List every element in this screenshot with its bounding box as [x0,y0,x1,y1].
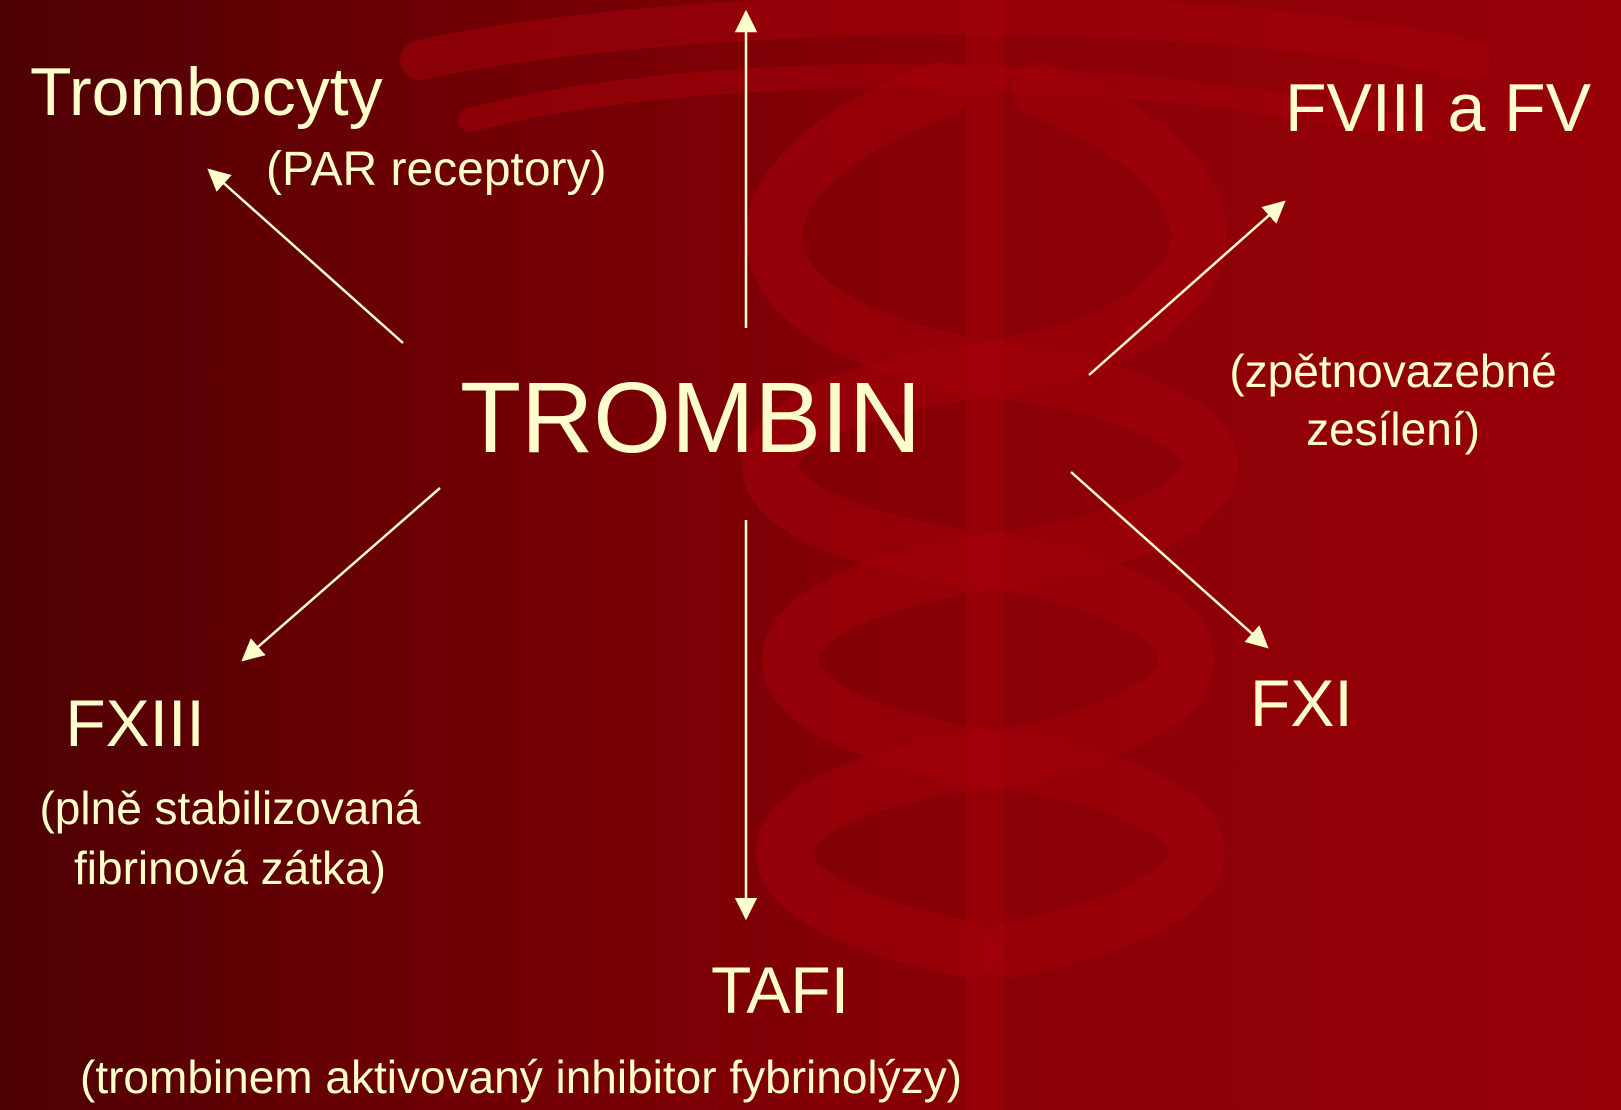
fviii-fv-note: (zpětnovazebné zesílení) [1198,342,1588,458]
fxiii-title: FXIII [30,690,240,756]
fxiii-note-line1: (plně stabilizovaná [0,778,460,838]
arrow-to-fxiii [243,488,440,660]
fviii-fv-note-line1: (zpětnovazebné [1198,342,1588,400]
arrow-to-fxi [1071,472,1267,647]
center-label: TROMBIN [460,368,921,468]
trombocyty-note: (PAR receptory) [266,146,607,194]
fxiii-note-line2: fibrinová zátka) [0,838,460,898]
tafi-title: TAFI [640,957,920,1023]
trombocyty-title: Trombocyty [30,58,383,126]
fviii-fv-note-line2: zesílení) [1198,400,1588,458]
fviii-fv-title: FVIII a FV [1285,74,1591,142]
tafi-note: (trombinem aktivovaný inhibitor fybrinol… [80,1054,962,1100]
fxi-title: FXI [1250,670,1353,736]
fxiii-note: (plně stabilizovaná fibrinová zátka) [0,778,460,898]
